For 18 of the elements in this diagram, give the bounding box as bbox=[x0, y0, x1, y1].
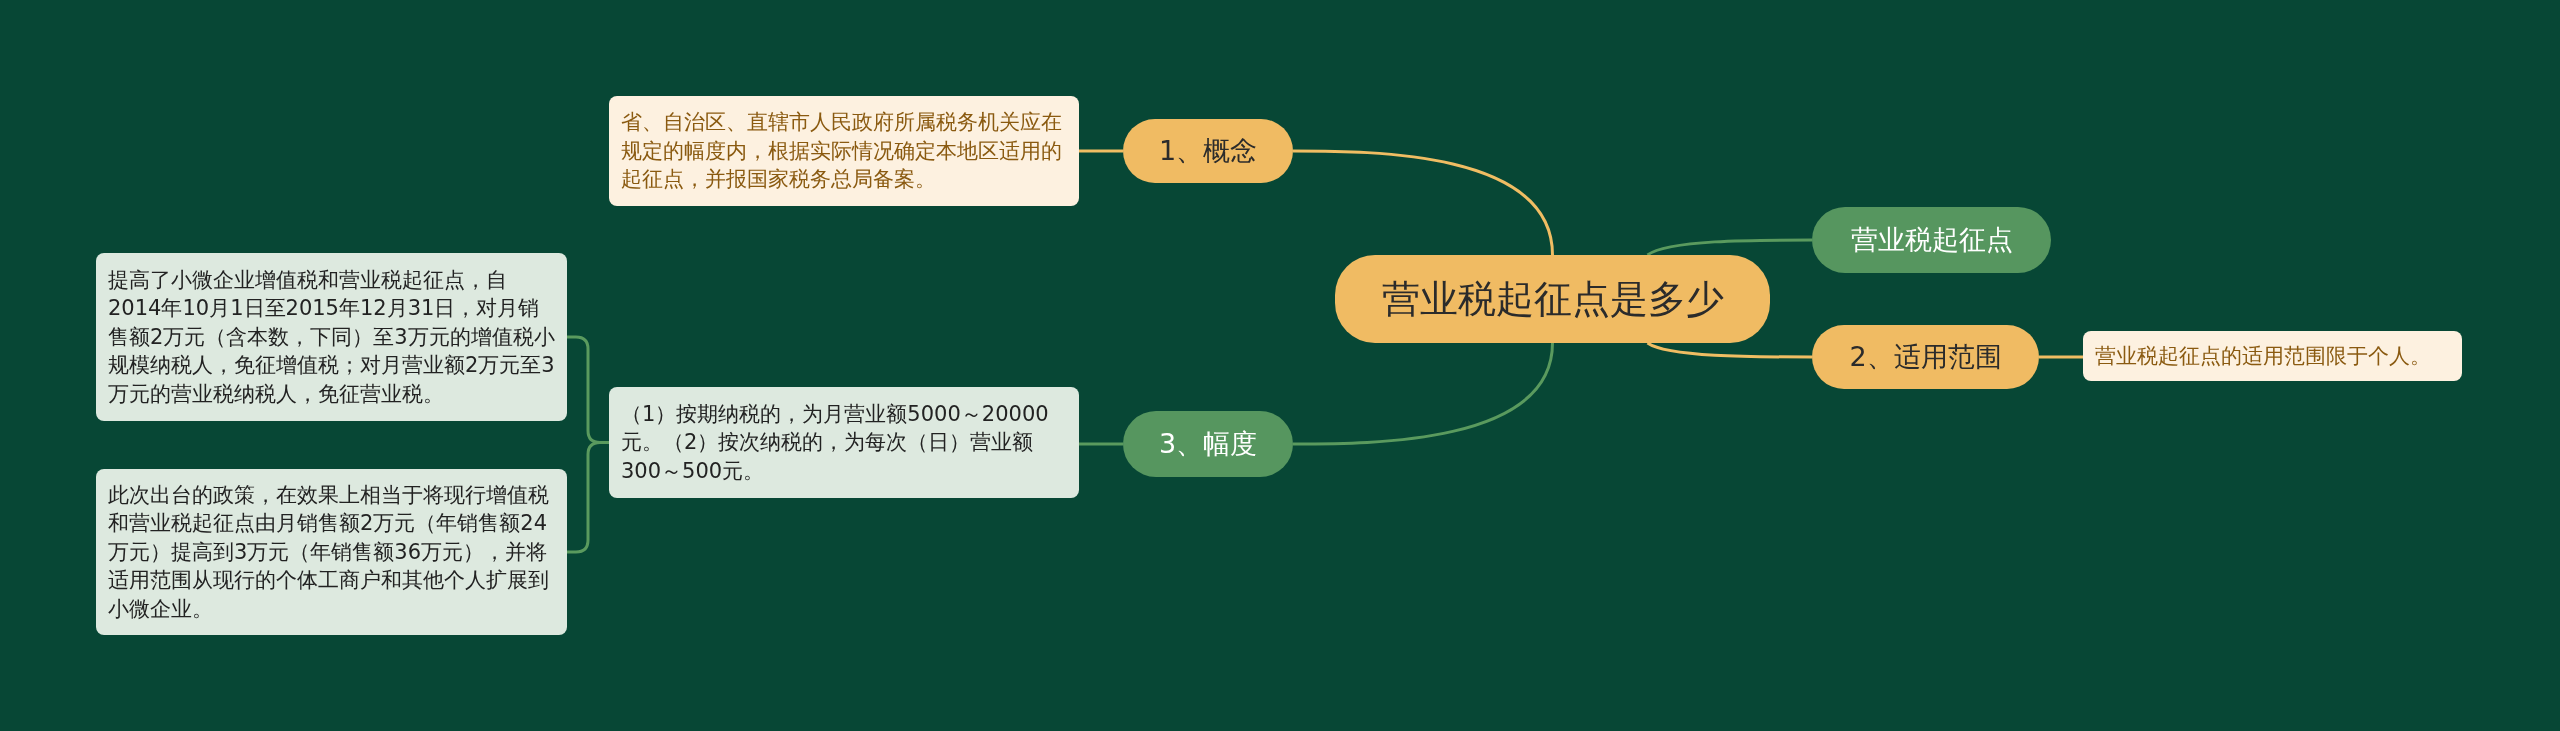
connector-line bbox=[1293, 149, 1554, 256]
connector-line bbox=[1293, 342, 1554, 446]
root-topic: 营业税起征点是多少 bbox=[1335, 255, 1770, 343]
connector-line bbox=[1079, 442, 1123, 446]
note-box: 营业税起征点的适用范围限于个人。 bbox=[2083, 331, 2462, 381]
connector-line bbox=[1646, 341, 1812, 359]
branch-topic: 2、适用范围 bbox=[1812, 325, 2039, 389]
note-box: （1）按期纳税的，为月营业额5000～20000元。（2）按次纳税的，为每次（日）营业额300～500元。 bbox=[609, 387, 1079, 498]
connector-line bbox=[567, 441, 609, 554]
branch-topic: 营业税起征点 bbox=[1812, 207, 2051, 273]
note-box: 提高了小微企业增值税和营业税起征点，自2014年10月1日至2015年12月31日，对月销售额2万元（含本数，下同）至3万元的增值税小规模纳税人，免征增值税；对月营业额2万元至3万元的营业税纳税人，免征营业税。 bbox=[96, 253, 567, 421]
branch-topic: 3、幅度 bbox=[1123, 411, 1293, 477]
note-box: 此次出台的政策，在效果上相当于将现行增值税和营业税起征点由月销售额2万元（年销售额24万元）提高到3万元（年销售额36万元），并将适用范围从现行的个体工商户和其他个人扩展到小微企业。 bbox=[96, 469, 567, 635]
note-box: 省、自治区、直辖市人民政府所属税务机关应在规定的幅度内，根据实际情况确定本地区适用的起征点，并报国家税务总局备案。 bbox=[609, 96, 1079, 206]
connector-line bbox=[1646, 238, 1812, 257]
branch-topic: 1、概念 bbox=[1123, 119, 1293, 183]
connector-line bbox=[1079, 149, 1123, 153]
connector-line bbox=[2039, 355, 2083, 359]
